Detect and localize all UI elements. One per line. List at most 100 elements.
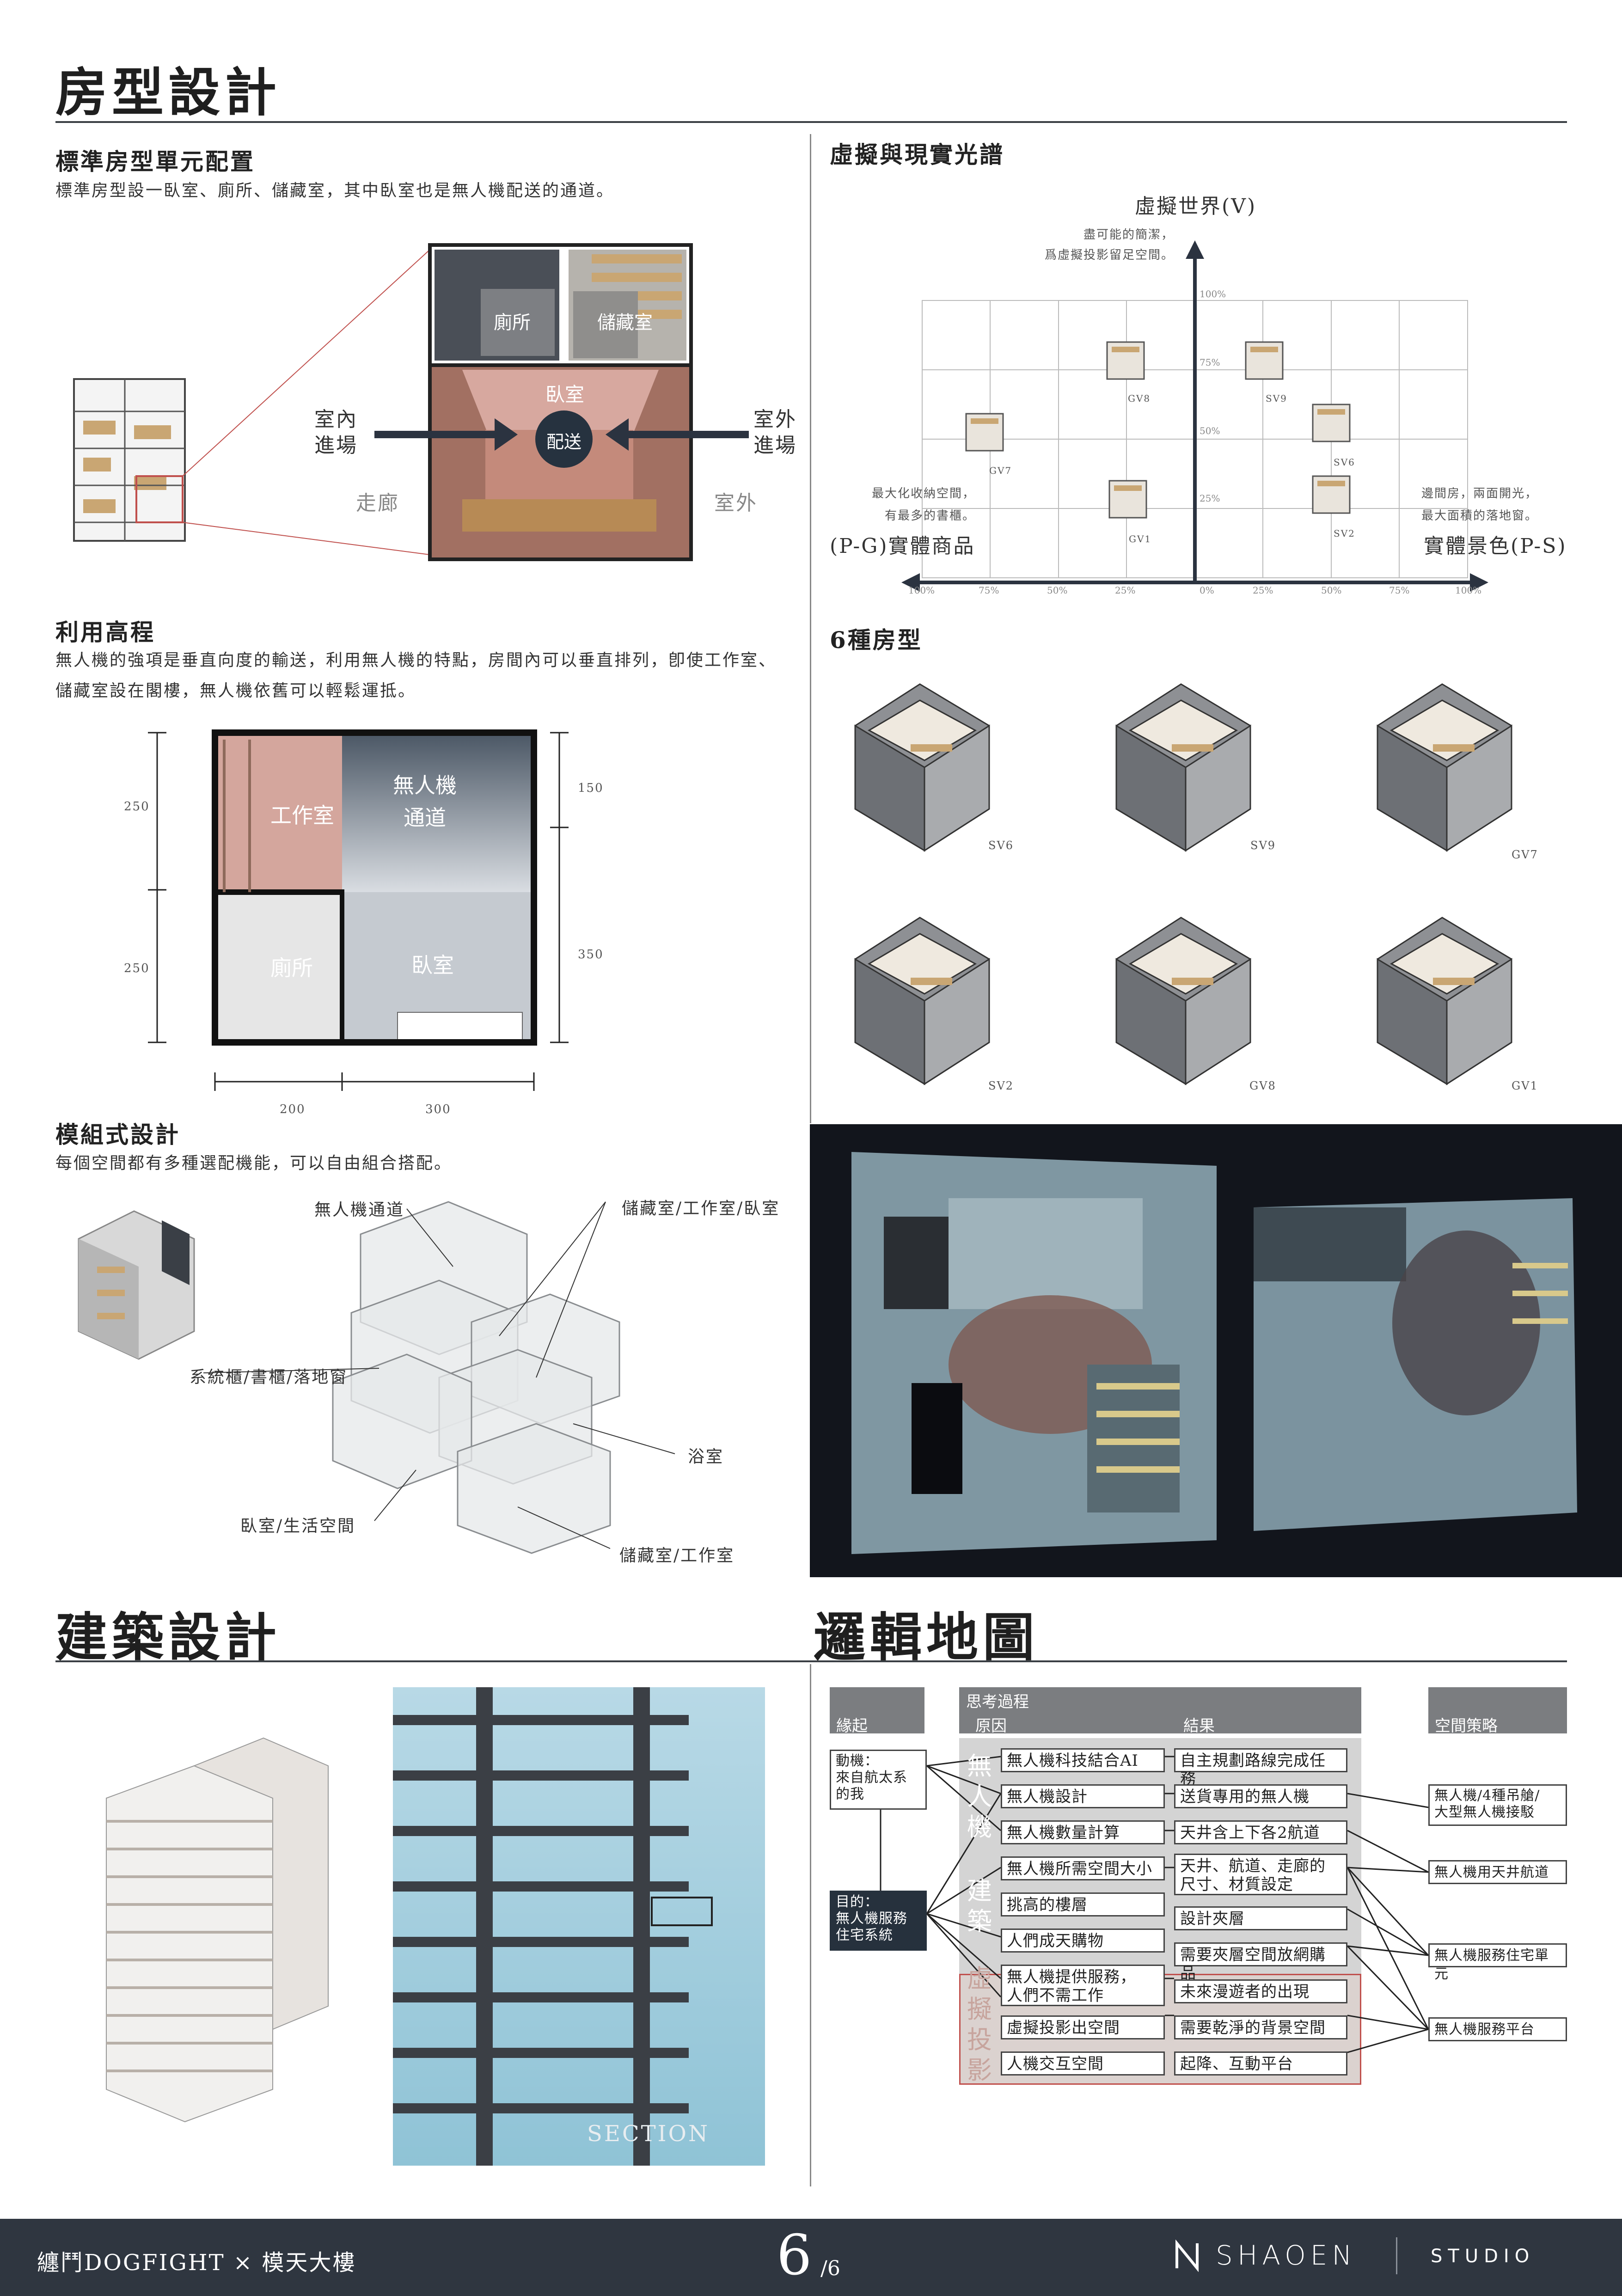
side-word-3: 機 [967, 1812, 992, 1842]
result-1: 自主規劃路線完成任務 [1174, 1748, 1347, 1788]
type-sv6: SV6 [988, 839, 1014, 852]
modular-title: 模組式設計 [55, 1121, 180, 1148]
logic-header-result: 結果 [1183, 1717, 1215, 1735]
label-outdoor-entry: 室外 進場 [753, 408, 797, 457]
type-gv1: GV1 [1512, 1079, 1538, 1092]
side-word-1: 無 [967, 1751, 992, 1781]
virtual-projection-render [810, 1124, 1622, 1577]
x-tick-2: 75% [979, 585, 999, 596]
label-mod-storage-studio-bed: 儲藏室/工作室/臥室 [622, 1199, 780, 1218]
footer-project: 纏鬥DOGFIGHT × 模天大樓 [37, 2250, 356, 2276]
cause-8: 虛擬投影出空間 [1001, 2015, 1165, 2039]
label-bedroom: 臥室 [545, 383, 585, 406]
x-tick-9: 100% [1455, 585, 1482, 596]
label-mod-cabinet: 系統櫃/書櫃/落地窗 [190, 1368, 348, 1387]
cause-1: 無人機科技結合AI [1001, 1748, 1165, 1772]
type-gv7: GV7 [1512, 848, 1538, 861]
footer-divider [1396, 2237, 1397, 2274]
left-axis-note: 最大化收納空間， 有最多的書櫃。 [871, 487, 975, 523]
label-corridor: 走廊 [356, 491, 399, 515]
y-axis-label: 虛擬世界(V) [1135, 195, 1257, 218]
label-indoor-entry: 室內 進場 [314, 408, 358, 457]
x-tick-6: 25% [1253, 585, 1273, 596]
result-9: 起降、互動平台 [1174, 2051, 1347, 2076]
label-mod-drone-channel: 無人機通道 [314, 1200, 405, 1219]
y-tick-0: 0% [1200, 585, 1214, 596]
modular-diagram [78, 1201, 675, 1554]
label-height-bedroom: 臥室 [411, 953, 454, 978]
cause-2: 無人機設計 [1001, 1784, 1165, 1808]
logic-header-origin: 緣起 [830, 1687, 924, 1735]
section-title-logic-map: 邏輯地圖 [814, 1607, 1039, 1668]
side-word-7: 擬 [967, 1995, 992, 2024]
label-mod-bed-living: 臥室/生活空間 [240, 1517, 356, 1536]
cause-4: 無人機所需空間大小 [1001, 1856, 1165, 1880]
strategy-3: 無人機服務住宅單元 [1428, 1943, 1567, 1982]
y-tick-75: 75% [1200, 357, 1220, 368]
logic-motive: 動機： 來自航太系 的我 [830, 1750, 927, 1810]
strategy-4: 無人機服務平台 [1428, 2017, 1567, 2041]
y-tick-50: 50% [1200, 425, 1220, 436]
title-rule [55, 121, 1567, 123]
six-types-grid [854, 683, 1512, 1085]
y-tick-100: 100% [1200, 288, 1226, 300]
footer-studio: STUDIO [1431, 2246, 1535, 2267]
dim-bottom-left: 200 [280, 1102, 306, 1116]
side-word-9: 影 [967, 2056, 992, 2085]
label-studio: 工作室 [270, 803, 334, 828]
result-3: 天井含上下各2航道 [1174, 1820, 1347, 1844]
x-tick-3: 50% [1047, 585, 1068, 596]
height-use-desc: 無人機的強項是垂直向度的輸送，利用無人機的特點，房間內可以垂直排列，卽使工作室、… [55, 651, 777, 700]
footer-page: 6 [777, 2223, 812, 2288]
section-title-room-design: 房型設計 [55, 62, 281, 123]
side-word-4: 建 [967, 1876, 992, 1905]
logic-header-strategy: 空間策略 [1428, 1687, 1567, 1735]
standard-unit-title: 標準房型單元配置 [55, 148, 255, 175]
type-sv2: SV2 [988, 1079, 1014, 1092]
side-word-5: 築 [967, 1907, 992, 1936]
dim-right-top: 150 [578, 781, 604, 795]
unit-sv9: SV9 [1266, 393, 1287, 404]
standard-unit-diagram [73, 243, 749, 561]
logic-goal: 目的： 無人機服務 住宅系統 [830, 1891, 927, 1951]
label-mod-storage-studio: 儲藏室/工作室 [619, 1546, 735, 1565]
label-mod-bath: 浴室 [688, 1447, 724, 1466]
result-7: 未來漫遊者的出現 [1174, 1979, 1347, 2003]
cause-5: 挑高的樓層 [1001, 1892, 1165, 1916]
type-sv9: SV9 [1250, 839, 1276, 852]
building-axonometric [106, 1737, 329, 2123]
logic-header-cause: 原因 [975, 1717, 1007, 1735]
left-axis-label: (P-G)實體商品 [830, 534, 975, 558]
label-drone-channel: 無人機 通道 [393, 773, 457, 830]
label-delivery: 配送 [546, 432, 582, 452]
building-section [393, 1687, 765, 2166]
footer-brand: SHAOEN [1216, 2240, 1357, 2271]
height-section-diagram [148, 729, 569, 1091]
cause-3: 無人機數量計算 [1001, 1820, 1165, 1844]
result-6: 需要夾層空間放網購品 [1174, 1942, 1347, 1983]
side-word-6: 虛 [967, 1964, 992, 1993]
unit-gv8: GV8 [1128, 393, 1151, 404]
x-tick-8: 75% [1389, 585, 1410, 596]
strategy-2: 無人機用天井航道 [1428, 1860, 1567, 1884]
spectrum-title: 虛擬與現實光譜 [830, 141, 1004, 168]
dim-left-bottom: 250 [124, 961, 150, 975]
x-tick-4: 25% [1115, 585, 1136, 596]
x-tick-1: 100% [908, 585, 935, 596]
section-title-architecture: 建築設計 [55, 1607, 281, 1668]
y-axis-note: 盡可能的簡潔， 爲虛擬投影留足空間。 [1044, 228, 1174, 262]
unit-gv7: GV7 [989, 465, 1012, 476]
logic-header-process-label: 思考過程 [966, 1693, 1029, 1711]
result-2: 送貨專用的無人機 [1174, 1784, 1347, 1808]
section-rule-2 [55, 1660, 1567, 1662]
side-word-2: 人 [967, 1782, 992, 1811]
result-8: 需要乾淨的背景空間 [1174, 2015, 1347, 2039]
footer-total: /6 [820, 2257, 840, 2280]
cause-7: 無人機提供服務， 人們不需工作 [1001, 1965, 1165, 2006]
column-divider-2 [810, 1664, 811, 2186]
side-word-8: 投 [967, 2025, 992, 2054]
label-storage: 儲藏室 [597, 312, 653, 333]
right-axis-label: 實體景色(P-S) [1424, 534, 1567, 558]
unit-gv1: GV1 [1129, 533, 1152, 545]
dim-left-top: 250 [124, 800, 150, 814]
